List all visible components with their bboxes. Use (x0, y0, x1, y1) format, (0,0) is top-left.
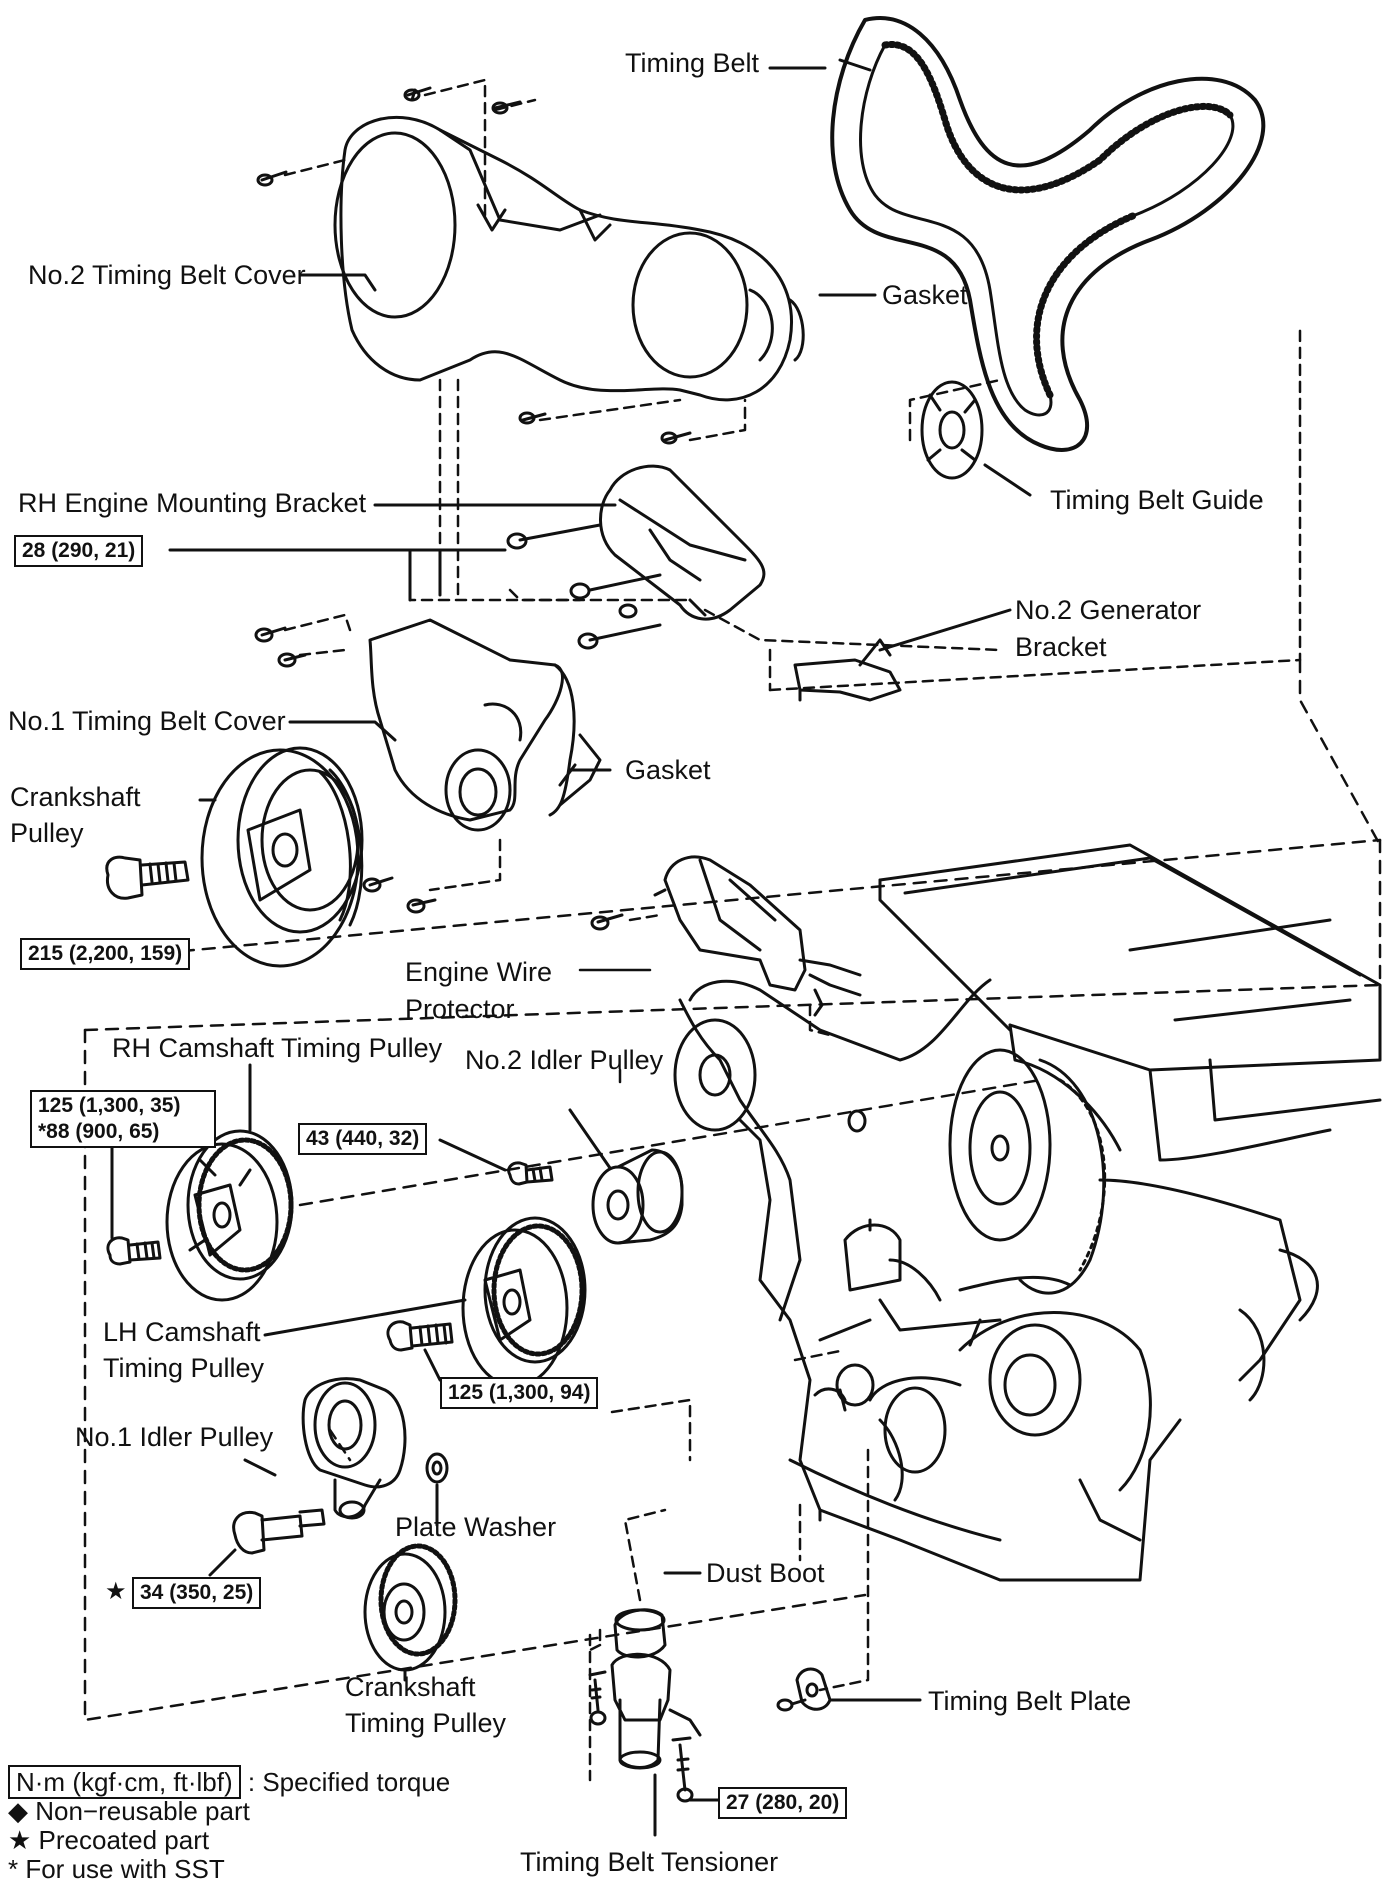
no1-timing-belt-cover-drawing (368, 618, 602, 832)
legend-unit-row: N·m (kgf·cm, ft·lbf) : Specified torque (8, 1765, 451, 1799)
rh-engine-mounting-bracket-drawing (506, 464, 766, 650)
torque-idler2: 43 (440, 32) (298, 1123, 428, 1155)
label-no2-timing-belt-cover: No.2 Timing Belt Cover (28, 260, 306, 290)
label-timing-belt-tensioner: Timing Belt Tensioner (520, 1847, 779, 1877)
legend-unit-box: N·m (kgf·cm, ft·lbf) (8, 1765, 241, 1799)
torque-rh-cam-line1: 125 (1,300, 35) (38, 1094, 181, 1117)
rh-camshaft-timing-pulley-drawing (165, 1129, 294, 1302)
cover-bolts (256, 86, 692, 445)
torque-tensioner: 27 (280, 20) (718, 1787, 848, 1819)
label-crankshaft-timing-pulley-2: Timing Pulley (345, 1708, 507, 1738)
crankshaft-timing-pulley-drawing (363, 1543, 458, 1672)
label-dust-boot: Dust Boot (706, 1558, 825, 1588)
idler2-bolt (507, 1161, 554, 1186)
engine-outline-dashes (83, 838, 1382, 1722)
plate-washer-drawing (425, 1452, 449, 1484)
no1-cover-bolts (254, 626, 437, 914)
torque-mount-bracket: 28 (290, 21) (14, 535, 144, 567)
legend-precoated: ★ Precoated part (8, 1825, 210, 1855)
wire-protector-bolt (590, 913, 624, 931)
label-no2-idler-pulley: No.2 Idler Pulley (465, 1045, 664, 1075)
no2-timing-belt-cover-drawing (333, 115, 805, 402)
label-timing-belt: Timing Belt (625, 48, 760, 78)
idler1-bolt (232, 1508, 326, 1555)
label-timing-belt-plate: Timing Belt Plate (928, 1686, 1132, 1716)
torque-rh-camshaft: 125 (1,300, 35) *88 (900, 65) (30, 1090, 216, 1148)
lh-camshaft-timing-pulley-drawing (461, 1216, 587, 1388)
engine-block-drawing (673, 843, 1382, 1582)
torque-lh-camshaft: 125 (1,300, 94) (440, 1377, 599, 1409)
label-rh-camshaft-timing-pulley: RH Camshaft Timing Pulley (112, 1033, 443, 1063)
label-crankshaft-pulley-2: Pulley (10, 818, 84, 848)
label-no2-generator-bracket: Bracket (1015, 632, 1107, 662)
legend: N·m (kgf·cm, ft·lbf) : Specified torque … (8, 1765, 451, 1884)
no2-idler-pulley-drawing (591, 1148, 684, 1245)
crankshaft-pulley-bolt (105, 855, 190, 900)
label-gasket-upper: Gasket (882, 280, 968, 310)
engine-wire-protector-drawing (653, 855, 862, 1017)
label-rh-engine-mounting-bracket: RH Engine Mounting Bracket (18, 488, 367, 518)
rh-cam-bolt (106, 1236, 162, 1266)
torque-idler1: 34 (350, 25) (132, 1577, 262, 1609)
legend-non-reusable: ◆ Non−reusable part (8, 1796, 250, 1826)
label-no2-generator: No.2 Generator (1015, 595, 1202, 625)
label-timing-belt-guide: Timing Belt Guide (1050, 485, 1264, 515)
label-no1-timing-belt-cover: No.1 Timing Belt Cover (8, 706, 286, 736)
no2-cover-dashes (283, 78, 747, 602)
label-plate-washer: Plate Washer (395, 1512, 557, 1542)
crankshaft-pulley-drawing (200, 746, 364, 968)
label-lh-camshaft-2: Timing Pulley (103, 1353, 265, 1383)
timing-belt-tensioner-drawing (610, 1608, 672, 1770)
label-lh-camshaft-1: LH Camshaft (103, 1317, 261, 1347)
label-engine-wire-protector-2: Protector (405, 994, 515, 1024)
label-gasket-lower: Gasket (625, 755, 711, 785)
legend-unit-text: : Specified torque (247, 1767, 451, 1797)
no2-generator-bracket-drawing (793, 638, 902, 702)
label-engine-wire-protector-1: Engine Wire (405, 957, 553, 987)
torque-crank-pulley-bolt: 215 (2,200, 159) (20, 938, 191, 970)
no1-idler-pulley-drawing (301, 1377, 407, 1520)
lh-cam-bolt (386, 1320, 454, 1352)
tensioner-bolts (588, 1670, 694, 1803)
label-crankshaft-timing-pulley-1: Crankshaft (345, 1672, 476, 1702)
precoated-star: ★ (105, 1578, 127, 1605)
label-no1-idler-pulley: No.1 Idler Pulley (75, 1422, 274, 1452)
label-crankshaft-pulley-1: Crankshaft (10, 782, 141, 812)
torque-rh-cam-line2: *88 (900, 65) (38, 1120, 160, 1143)
timing-belt-guide-drawing (920, 380, 984, 480)
legend-sst: * For use with SST (8, 1854, 225, 1884)
timing-belt-drawing (830, 16, 1266, 452)
